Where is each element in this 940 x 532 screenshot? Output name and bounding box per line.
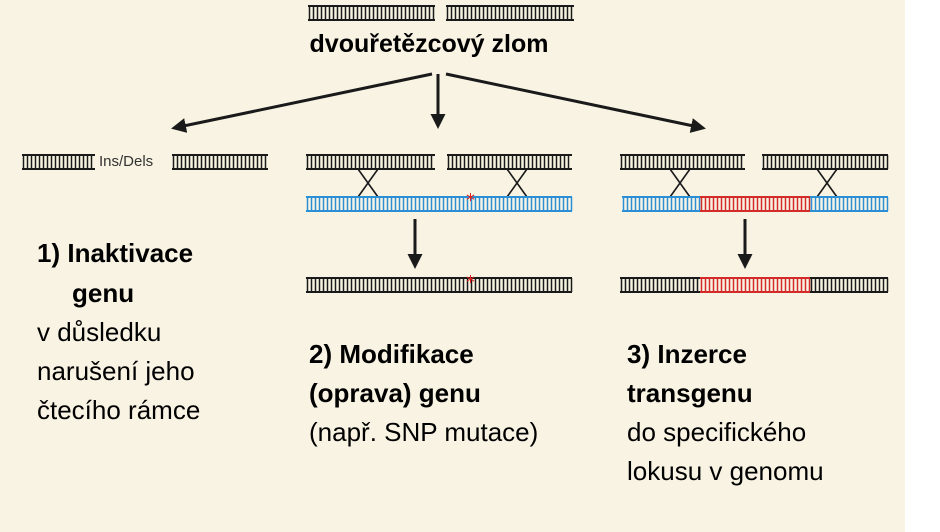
ins-dels-left-dna xyxy=(22,154,95,170)
diagram-canvas: * * dvouřetězcový zlom Ins/Dels 1) Inakt… xyxy=(0,0,905,532)
ins-dels-right-dna xyxy=(172,154,268,170)
outcome-1-desc-line1: v důsledku xyxy=(37,317,162,347)
hdr3-right-fragment xyxy=(762,154,889,170)
outcome-1-heading-line1: 1) Inaktivace xyxy=(37,238,194,268)
hdr3-template-transgene xyxy=(700,196,811,212)
hdr3-result-left xyxy=(620,277,700,293)
mutation-star-result: * xyxy=(466,272,475,293)
diagram-graphics: * * xyxy=(22,5,889,293)
hdr2-template-dna xyxy=(306,196,573,212)
dsb-dna-right-fragment xyxy=(446,5,574,21)
hdr3-crossover-right xyxy=(816,168,838,198)
mutation-star-template: * xyxy=(466,190,475,211)
hdr3-result-right xyxy=(810,277,889,293)
hdr2-crossover-left xyxy=(357,168,379,198)
outcome-2-heading-line1: 2) Modifikace xyxy=(309,339,474,369)
hdr3-template-right-arm xyxy=(810,196,889,212)
hdr3-template-left-arm xyxy=(622,196,701,212)
outcome-1-desc-line2: narušení jeho xyxy=(37,356,195,386)
arrow-to-insertion xyxy=(445,72,706,133)
outcome-2-heading-line2: (oprava) genu xyxy=(309,378,481,408)
hdr2-left-fragment xyxy=(306,154,435,170)
outcome-3-desc-line1: do specifického xyxy=(627,417,807,447)
dsb-dna-left-fragment xyxy=(308,5,435,21)
outcome-3-heading-line2: transgenu xyxy=(627,378,753,408)
outcome-1-desc-line3: čtecího rámce xyxy=(37,395,201,425)
outcome-1-heading-line2: genu xyxy=(72,278,135,308)
outcome-3-heading-line1: 3) Inzerce xyxy=(627,339,747,369)
ins-dels-label: Ins/Dels xyxy=(99,153,154,170)
page-title: dvouřetězcový zlom xyxy=(309,30,549,58)
outcome-3-desc-line2: lokusu v genomu xyxy=(627,456,824,486)
hdr3-left-fragment xyxy=(620,154,745,170)
hdr2-result-dna xyxy=(306,277,573,293)
hdr3-crossover-left xyxy=(669,168,691,198)
arrow-to-inactivation xyxy=(171,72,433,133)
hdr3-result-transgene xyxy=(700,277,811,293)
hdr2-crossover-right xyxy=(506,168,528,198)
outcome-2-desc-line1: (např. SNP mutace) xyxy=(309,417,539,447)
hdr2-right-fragment xyxy=(447,154,572,170)
